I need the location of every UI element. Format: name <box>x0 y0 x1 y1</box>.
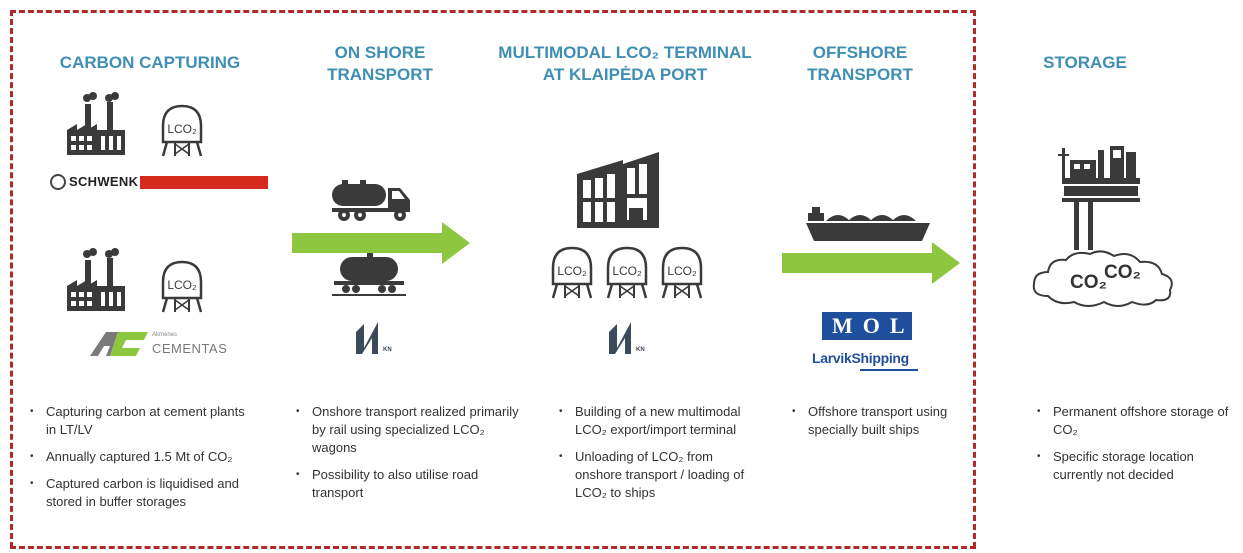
schwenk-emblem-icon <box>50 174 66 190</box>
lco2-tank-icon: LCO₂ <box>161 260 203 313</box>
carbon-capturing-bullets: Capturing carbon at cement plants in LT/… <box>28 403 256 520</box>
tank-label: LCO₂ <box>167 122 197 136</box>
flow-arrow-icon <box>782 242 960 284</box>
offshore-title-line2: TRANSPORT <box>807 65 913 84</box>
tank-label: LCO₂ <box>557 264 587 278</box>
tank-label: LCO₂ <box>667 264 697 278</box>
kn-emblem-icon <box>609 322 631 354</box>
ac-emblem-icon <box>90 332 148 356</box>
lco2-tank-icon: LCO₂ <box>161 104 203 157</box>
larvik-shipping-logo: LarvikShipping <box>812 350 909 366</box>
lco2-tank-icon: LCO₂ <box>661 246 703 299</box>
tank-label: LCO₂ <box>167 278 197 292</box>
list-item: Captured carbon is liquidised and stored… <box>28 475 256 511</box>
kn-text: KN <box>636 347 645 353</box>
storage-title: STORAGE <box>1043 53 1127 72</box>
offshore-transport-title: OFFSHORE TRANSPORT <box>790 42 930 86</box>
kn-logo: KN <box>605 318 645 358</box>
flow-arrow-icon <box>292 222 470 264</box>
cloud-co2-label: CO₂ <box>1070 272 1107 293</box>
akmenes-cementas-logo: Akmenes CEMENTAS <box>88 330 228 360</box>
lco2-tank-icon: LCO₂ <box>551 246 593 299</box>
list-item: Permanent offshore storage of CO₂ <box>1035 403 1235 439</box>
list-item: Specific storage location currently not … <box>1035 448 1235 484</box>
lco2-tank-icon: LCO₂ <box>606 246 648 299</box>
storage-bullets: Permanent offshore storage of CO₂ Specif… <box>1035 403 1235 493</box>
onshore-transport-title: ON SHORE TRANSPORT <box>300 42 460 86</box>
schwenk-logo: SCHWENK <box>50 172 268 192</box>
list-item: Annually captured 1.5 Mt of CO₂ <box>28 448 256 466</box>
terminal-bullets: Building of a new multimodal LCO₂ export… <box>557 403 757 511</box>
tank-label: LCO₂ <box>612 264 642 278</box>
factory-icon <box>67 92 125 155</box>
mol-logo: MOL <box>822 312 912 340</box>
schwenk-text: SCHWENK <box>69 174 139 189</box>
carbon-capturing-title: CARBON CAPTURING <box>59 53 241 72</box>
terminal-title: MULTIMODAL LCO₂ TERMINAL AT KLAIPĖDA POR… <box>495 42 755 86</box>
larvik-underline <box>860 369 918 371</box>
onshore-title-line1: ON SHORE <box>334 43 426 62</box>
onshore-title-line2: TRANSPORT <box>327 65 433 84</box>
terminal-title-line2: AT KLAIPĖDA PORT <box>542 65 708 84</box>
offshore-title-line1: OFFSHORE <box>812 43 908 62</box>
kn-text: KN <box>383 347 392 353</box>
list-item: Unloading of LCO₂ from onshore transport… <box>557 448 757 502</box>
cloud-co2-label: CO₂ <box>1104 262 1141 283</box>
rail-tank-wagon-icon <box>332 253 406 296</box>
terminal-building-icon <box>577 152 659 228</box>
kn-emblem-icon <box>356 322 378 354</box>
offshore-platform-icon <box>1058 146 1140 250</box>
factory-icon <box>67 248 125 311</box>
offshore-bullets: Offshore transport using specially built… <box>790 403 970 448</box>
mol-logo-background <box>824 314 910 338</box>
list-item: Onshore transport realized primarily by … <box>294 403 530 457</box>
onshore-bullets: Onshore transport realized primarily by … <box>294 403 530 511</box>
lco2-ship-icon <box>806 207 930 241</box>
list-item: Offshore transport using specially built… <box>790 403 970 439</box>
list-item: Capturing carbon at cement plants in LT/… <box>28 403 256 439</box>
terminal-title-line1: MULTIMODAL LCO₂ TERMINAL <box>498 43 752 62</box>
kn-logo: KN <box>352 318 392 358</box>
cementas-text: CEMENTAS <box>152 341 228 356</box>
akmenes-small-text: Akmenes <box>152 332 178 338</box>
list-item: Possibility to also utilise road transpo… <box>294 466 530 502</box>
co2-cloud-icon <box>1032 250 1173 307</box>
mol-text: MOL <box>832 313 915 338</box>
process-frame-bottom <box>10 546 976 549</box>
tanker-truck-icon <box>332 180 410 221</box>
list-item: Building of a new multimodal LCO₂ export… <box>557 403 757 439</box>
schwenk-red-bar <box>140 176 268 189</box>
process-frame <box>10 10 976 548</box>
